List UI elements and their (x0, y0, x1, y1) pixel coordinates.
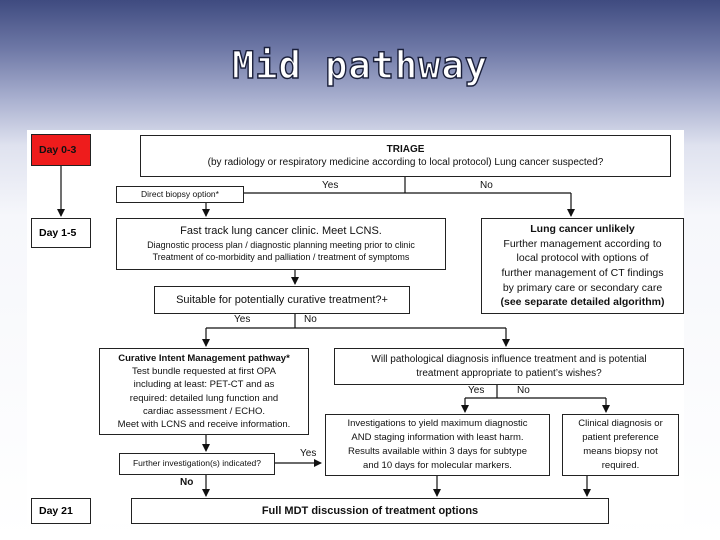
pathological-diagnosis-box: Will pathological diagnosis influence tr… (334, 348, 684, 385)
suitable-no-label: No (304, 314, 317, 325)
connector-lines (57, 166, 610, 497)
fast-track-line-2: Diagnostic process plan / diagnostic pla… (147, 240, 415, 251)
curative-line-4: required: detailed lung function and (129, 392, 279, 404)
clinical-diagnosis-box: Clinical diagnosis or patient preference… (562, 414, 679, 476)
clinical-line-3: means biopsy not (583, 446, 658, 457)
unlikely-line-6: (see separate detailed algorithm) (500, 296, 665, 309)
unlikely-title: Lung cancer unlikely (530, 222, 635, 235)
further-investigation-box: Further investigation(s) indicated? (119, 453, 275, 475)
unlikely-line-3: local protocol with options of (516, 252, 649, 265)
pathological-line-1: Will pathological diagnosis influence tr… (371, 354, 647, 365)
suitable-text: Suitable for potentially curative treatm… (176, 293, 388, 306)
unlikely-line-4: further management of CT findings (501, 267, 664, 279)
investigations-line-2: AND staging information with least harm. (351, 432, 524, 444)
triage-body: (by radiology or respiratory medicine ac… (207, 157, 604, 168)
triage-no-label: No (480, 180, 493, 191)
curative-line-5: cardiac assessment / ECHO. (143, 405, 265, 417)
suitable-curative-box: Suitable for potentially curative treatm… (154, 286, 410, 314)
flowchart-panel: Day 0-3 Day 1-5 Day 21 TRIAGE (by radiol… (27, 130, 684, 524)
curative-intent-box: Curative Intent Management pathway* Test… (99, 348, 309, 435)
day-21-label: Day 21 (31, 498, 91, 524)
direct-biopsy-text: Direct biopsy option* (141, 188, 219, 199)
further-text: Further investigation(s) indicated? (132, 458, 262, 469)
curative-title: Curative Intent Management pathway* (118, 352, 290, 364)
direct-biopsy-box: Direct biopsy option* (116, 186, 244, 203)
day-0-3-label: Day 0-3 (31, 134, 91, 166)
pathological-line-2: treatment appropriate to patient’s wishe… (416, 367, 602, 379)
triage-yes-label: Yes (322, 180, 339, 191)
further-yes-label: Yes (300, 448, 317, 459)
mdt-discussion-box: Full MDT discussion of treatment options (131, 498, 609, 524)
fast-track-box: Fast track lung cancer clinic. Meet LCNS… (116, 218, 446, 270)
mdt-text: Full MDT discussion of treatment options (261, 504, 479, 517)
fast-track-title: Fast track lung cancer clinic. Meet LCNS… (180, 225, 382, 238)
investigations-box: Investigations to yield maximum diagnost… (325, 414, 550, 476)
pathological-no-label: No (517, 385, 530, 396)
clinical-line-4: required. (601, 459, 640, 471)
clinical-line-2: patient preference (582, 432, 659, 444)
suitable-yes-label: Yes (234, 314, 251, 325)
unlikely-line-5: by primary care or secondary care (502, 281, 663, 294)
triage-title: TRIAGE (386, 143, 425, 155)
lung-cancer-unlikely-box: Lung cancer unlikely Further management … (481, 218, 684, 314)
investigations-line-4: and 10 days for molecular markers. (363, 459, 512, 471)
investigations-line-1: Investigations to yield maximum diagnost… (347, 418, 528, 430)
investigations-line-3: Results available within 3 days for subt… (347, 446, 527, 457)
clinical-line-1: Clinical diagnosis or (578, 418, 663, 430)
curative-line-6: Meet with LCNS and receive information. (117, 419, 291, 431)
curative-line-2: Test bundle requested at first OPA (132, 365, 276, 377)
further-no-label: No (180, 477, 194, 488)
curative-line-3: including at least: PET-CT and as (133, 379, 275, 391)
day-1-5-label: Day 1-5 (31, 218, 91, 248)
slide-title: Mid pathway (231, 43, 489, 87)
triage-box: TRIAGE (by radiology or respiratory medi… (140, 135, 671, 177)
unlikely-line-2: Further management according to (503, 237, 662, 250)
fast-track-line-3: Treatment of co-morbidity and palliation… (152, 252, 410, 263)
pathological-yes-label: Yes (468, 385, 485, 396)
